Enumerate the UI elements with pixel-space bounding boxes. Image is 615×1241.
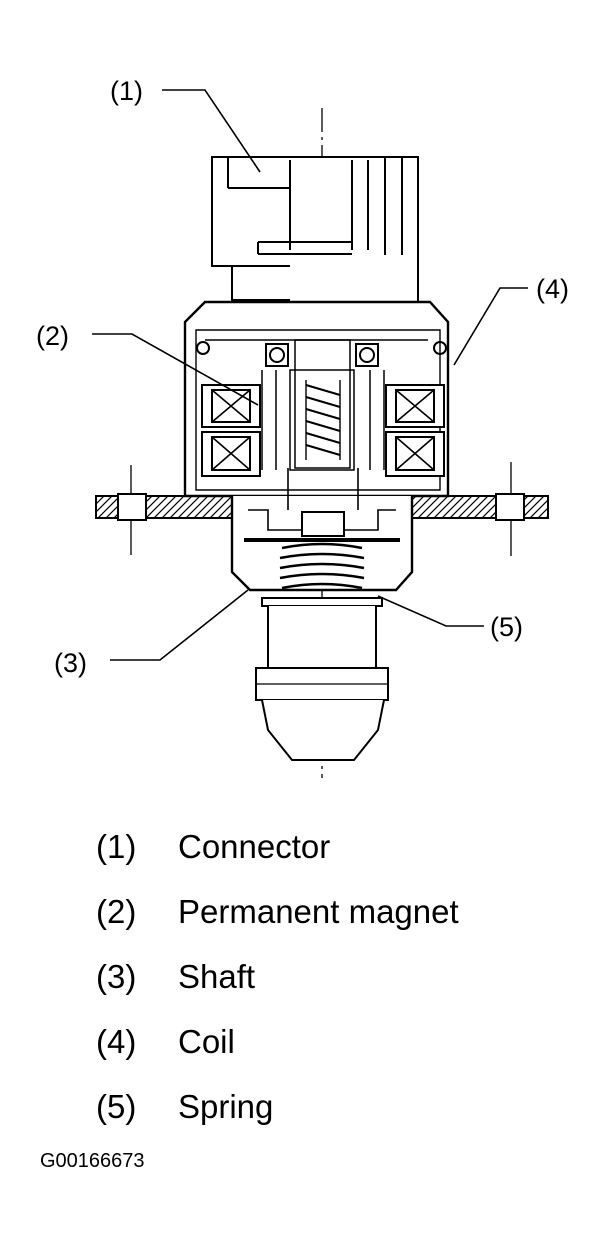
figure-id: G00166673	[40, 1150, 145, 1172]
legend-text: Connector	[178, 827, 331, 865]
coil-windings	[201, 384, 445, 477]
legend-text: Shaft	[178, 957, 256, 995]
callout-1: (1)	[110, 76, 143, 106]
legend-number: (5)	[96, 1087, 137, 1125]
legend-item-coil: (4) Coil	[96, 1009, 459, 1074]
legend-item-spring: (5) Spring	[96, 1074, 459, 1139]
legend-text: Permanent magnet	[178, 892, 459, 930]
callout-3: (3)	[54, 648, 87, 678]
callout-2: (2)	[36, 321, 69, 351]
callout-4: (4)	[536, 274, 569, 304]
legend-item-connector: (1) Connector	[96, 814, 459, 879]
legend-item-permanent-magnet: (2) Permanent magnet	[96, 879, 459, 944]
mounting-flange	[95, 493, 549, 521]
legend-number: (1)	[96, 827, 137, 865]
legend-item-shaft: (3) Shaft	[96, 944, 459, 1009]
rotor-assembly	[261, 339, 385, 471]
callout-5: (5)	[490, 612, 523, 642]
legend-text: Spring	[178, 1087, 274, 1125]
valve-plunger	[255, 597, 389, 761]
connector-housing	[211, 156, 419, 303]
return-spring	[244, 538, 400, 590]
legend-text: Coil	[178, 1022, 235, 1060]
legend-number: (4)	[96, 1022, 137, 1060]
actuator-cross-section-diagram: (1) (2) (3) (4) (5)	[36, 76, 569, 778]
legend: (1) Connector (2) Permanent magnet (3) S…	[96, 814, 459, 1139]
lead-screw	[305, 380, 341, 460]
legend-number: (3)	[96, 957, 137, 995]
legend-number: (2)	[96, 892, 137, 930]
leader-lines	[92, 89, 528, 661]
